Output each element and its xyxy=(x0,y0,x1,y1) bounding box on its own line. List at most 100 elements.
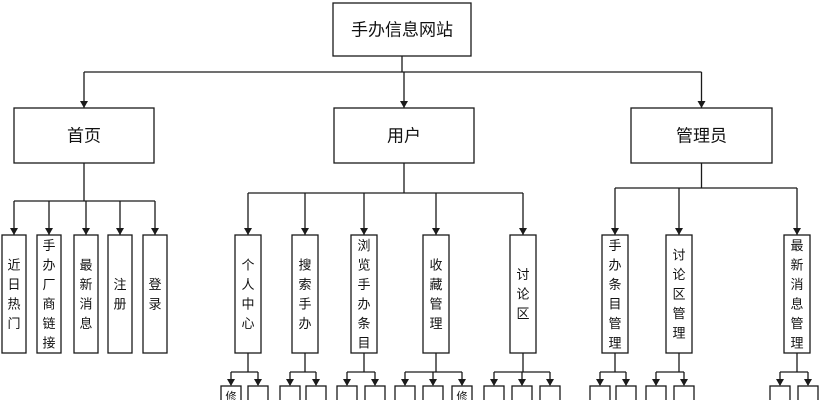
home-child-arrow xyxy=(10,228,18,235)
leaf-arrow xyxy=(286,379,294,386)
cut-off-leaf-box xyxy=(589,385,611,400)
arrow-user xyxy=(400,101,408,108)
user-child-2-label: 浏览手办条目 xyxy=(357,238,370,352)
leaf-arrow xyxy=(596,379,604,386)
section-user: 用户 xyxy=(333,107,475,164)
leaf-arrow xyxy=(429,379,437,386)
home-child-0-label: 近日热门 xyxy=(7,258,20,332)
cut-off-leaf-box xyxy=(615,385,637,400)
section-home-label: 首页 xyxy=(67,127,101,147)
section-user-box xyxy=(333,107,475,164)
home-child-1-label: 手办厂商链接 xyxy=(42,239,55,352)
user-child-3: 收藏管理 xyxy=(422,234,450,354)
user-child-arrow xyxy=(360,228,368,235)
cut-off-leaf-nodes: 修修 xyxy=(220,385,819,400)
cut-off-leaf-box xyxy=(483,385,505,400)
home-child-0-box xyxy=(1,234,27,354)
arrow-admin xyxy=(697,101,706,108)
section-home: 首页 xyxy=(13,107,155,164)
cut-off-leaf-box xyxy=(394,385,416,400)
home-child-4-label: 登录 xyxy=(148,278,161,313)
section-home-box xyxy=(13,107,155,164)
user-child-4: 讨论区 xyxy=(509,234,537,354)
home-child-arrow xyxy=(151,228,159,235)
cut-off-leaf-box xyxy=(364,385,386,400)
leaf-arrow xyxy=(652,379,660,386)
home-child-arrow xyxy=(45,228,53,235)
home-child-3-box xyxy=(107,234,133,354)
home-child-2-box xyxy=(73,234,99,354)
home-child-0: 近日热门 xyxy=(1,234,27,354)
cut-off-leaf-box xyxy=(422,385,444,400)
leaf-arrow xyxy=(343,379,351,386)
section-user-label: 用户 xyxy=(387,127,421,147)
admin-child-2-box xyxy=(783,234,811,354)
home-child-2-label: 最新消息 xyxy=(79,258,92,332)
leaf-arrow xyxy=(546,379,554,386)
user-child-3-label: 收藏管理 xyxy=(429,258,442,332)
user-child-4-label: 讨论区 xyxy=(516,268,529,322)
cut-off-leaf-box xyxy=(247,385,269,400)
cut-off-leaf-box xyxy=(511,385,533,400)
user-child-3-box xyxy=(422,234,450,354)
home-child-3-label: 注册 xyxy=(113,278,126,313)
admin-child-0-label: 手办条目管理 xyxy=(608,239,621,352)
admin-child-2-label: 最新消息管理 xyxy=(790,239,803,352)
user-child-arrow xyxy=(301,228,309,235)
connector-lines xyxy=(10,56,812,386)
home-child-arrow xyxy=(116,228,124,235)
home-child-2: 最新消息 xyxy=(73,234,99,354)
leaf-arrow xyxy=(680,379,688,386)
home-child-1-box xyxy=(36,234,62,354)
leaf-arrow xyxy=(622,379,630,386)
cut-off-leaf-box xyxy=(305,385,327,400)
arrow-home xyxy=(80,101,88,108)
cut-off-leaf-box xyxy=(797,385,819,400)
admin-child-1-box xyxy=(665,234,693,354)
home-child-arrow xyxy=(82,228,90,235)
leaf-arrow xyxy=(254,379,262,386)
root-node: 手办信息网站 xyxy=(332,2,472,57)
cut-off-leaf-box xyxy=(279,385,301,400)
leaf-arrow xyxy=(371,379,379,386)
user-child-arrow xyxy=(519,228,527,235)
user-child-0-label: 个人中心 xyxy=(241,258,254,332)
home-child-4: 登录 xyxy=(142,234,168,354)
leaf-arrow xyxy=(490,379,498,386)
admin-child-arrow xyxy=(793,228,801,235)
cut-off-leaf-label: 修 xyxy=(457,389,468,400)
user-child-2-box xyxy=(350,234,378,354)
admin-child-2: 最新消息管理 xyxy=(783,234,811,354)
section-admin-label: 管理员 xyxy=(676,127,727,147)
home-child-1: 手办厂商链接 xyxy=(36,234,62,354)
cut-off-leaf-box xyxy=(451,385,473,400)
cut-off-leaf-label: 修 xyxy=(226,389,237,400)
user-child-1-label: 搜索手办 xyxy=(298,258,311,332)
user-child-arrow xyxy=(432,228,440,235)
leaf-arrow xyxy=(776,379,784,386)
leaf-arrow xyxy=(401,379,409,386)
admin-child-0: 手办条目管理 xyxy=(601,234,629,354)
cut-off-leaf-box xyxy=(769,385,791,400)
cut-off-leaf-box xyxy=(645,385,667,400)
admin-child-arrow xyxy=(611,228,619,235)
root-node-box xyxy=(332,2,472,57)
cut-off-leaf-box xyxy=(336,385,358,400)
cut-off-leaf-box xyxy=(220,385,242,400)
user-child-1-box xyxy=(291,234,319,354)
leaf-arrow xyxy=(518,379,526,386)
admin-child-arrow xyxy=(675,228,683,235)
user-child-arrow xyxy=(244,228,252,235)
admin-child-1: 讨论区管理 xyxy=(665,234,693,354)
cut-off-leaf-box xyxy=(539,385,561,400)
admin-child-0-box xyxy=(601,234,629,354)
leaf-arrow xyxy=(227,379,235,386)
leaf-arrow xyxy=(312,379,320,386)
user-child-2: 浏览手办条目 xyxy=(350,234,378,354)
user-child-0: 个人中心 xyxy=(234,234,262,354)
section-admin-box xyxy=(630,107,773,164)
section-admin: 管理员 xyxy=(630,107,773,164)
user-child-0-box xyxy=(234,234,262,354)
